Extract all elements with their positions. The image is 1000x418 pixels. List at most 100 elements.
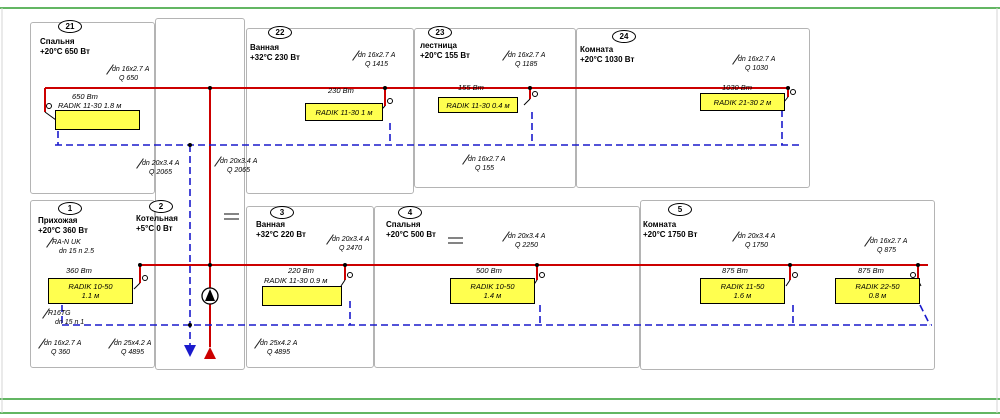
room-name: Прихожая <box>38 216 78 225</box>
room-load: +32°C 230 Вт <box>250 53 300 62</box>
valve-label-ra-n-uk: RA-N UK dn 15 n 2.5 <box>52 239 95 255</box>
room-badge-23: 23 <box>428 26 452 39</box>
sleeve-symbols <box>224 213 463 244</box>
pipe-annotation-q1750: dn 20x3.4 А Q 1750 <box>738 233 776 249</box>
radiator-model-u24: RADIK 21-30 2 м <box>713 97 772 107</box>
pipe-annotation-q2250: dn 20x3.4 А Q 2250 <box>508 233 546 249</box>
pipe-annotation-q4895b: dn 25x4.2 А Q 4895 <box>260 340 298 356</box>
radiator-power-l4: 500 Вт <box>476 266 502 275</box>
pipe-annotation-q1185: dn 16x2.7 А Q 1185 <box>508 52 546 68</box>
pipe-annotation-q2065b: dn 20x3.4 А Q 2065 <box>220 158 258 174</box>
junction-dots <box>138 86 920 327</box>
radiator-l3 <box>262 286 342 306</box>
radiator-size-l5b: 0.8 м <box>868 291 887 300</box>
room-box-22 <box>246 28 414 194</box>
pipe-annotation-q1030: dn 16x2.7 А Q 1030 <box>738 56 776 72</box>
room-box-21 <box>30 22 155 194</box>
pipe-annotation-q1415: dn 16x2.7 А Q 1415 <box>358 52 396 68</box>
room-badge-21: 21 <box>58 20 82 33</box>
room-badge-3: 3 <box>270 206 294 219</box>
room-badge-1: 1 <box>58 202 82 215</box>
radiator-model-l1: RADIK 10-50 <box>68 282 113 291</box>
room-load: +20°C 650 Вт <box>40 47 90 56</box>
room-badge-24: 24 <box>612 30 636 43</box>
radiator-valve-icons <box>44 89 922 290</box>
radiator-l4: RADIK 10-50 1.4 м <box>450 278 535 304</box>
room-box-3 <box>246 206 374 368</box>
radiator-power-u23: 155 Вт <box>458 83 484 92</box>
room-label-22: Ванная +32°C 230 Вт <box>250 43 300 63</box>
room-box-1 <box>30 200 155 368</box>
room-box-23 <box>414 28 576 188</box>
pipe-annotation-q2470: dn 20x3.4 А Q 2470 <box>332 236 370 252</box>
room-box-4 <box>374 206 640 368</box>
radiator-model-l5a: RADIK 11-50 <box>720 282 765 291</box>
radiator-size-l4: 1.4 м <box>483 291 502 300</box>
room-badge-2: 2 <box>149 200 173 213</box>
room-box-boiler-shaft <box>155 18 245 370</box>
pipe-annotation-q4895a: dn 25x4.2 А Q 4895 <box>114 340 152 356</box>
room-load: +20°C 500 Вт <box>386 230 436 239</box>
radiator-model-l5b: RADIK 22-50 <box>855 282 900 291</box>
room-name: Комната <box>580 45 614 54</box>
room-label-5: Комната +20°C 1750 Вт <box>643 220 697 240</box>
radiator-l5a: RADIK 11-50 1.6 м <box>700 278 785 304</box>
valve-label-r16tg: R16TG dn 15 n 1 <box>48 310 85 326</box>
radiator-model-u21: RADIK 11-30 1.8 м <box>58 101 122 110</box>
radiator-power-u21: 650 Вт <box>72 92 98 101</box>
pipe-annotation-q875: dn 16x2.7 А Q 875 <box>870 238 908 254</box>
radiator-u23: RADIK 11-30 0.4 м <box>438 97 518 113</box>
room-name: Спальня <box>40 37 75 46</box>
pump-impeller <box>205 289 215 301</box>
room-box-24 <box>576 28 810 188</box>
radiator-power-l1: 360 Вт <box>66 266 92 275</box>
room-label-4: Спальня +20°C 500 Вт <box>386 220 436 240</box>
radiator-size-l1: 1.1 м <box>81 291 100 300</box>
room-name: Ванная <box>256 220 286 229</box>
room-load: +32°C 220 Вт <box>256 230 306 239</box>
radiator-model-u23: RADIK 11-30 0.4 м <box>446 100 510 110</box>
radiator-u24: RADIK 21-30 2 м <box>700 93 785 111</box>
room-load: +20°C 1750 Вт <box>643 230 698 239</box>
room-load: +20°C 155 Вт <box>420 51 470 60</box>
room-name: Котельная <box>136 214 178 223</box>
pipe-annotation-q155: dn 16x2.7 А Q 155 <box>468 156 506 172</box>
frame-lines <box>0 7 1000 414</box>
radiator-power-l5b: 875 Вт <box>858 266 884 275</box>
room-badge-5: 5 <box>668 203 692 216</box>
radiator-power-u24: 1030 Вт <box>722 83 753 92</box>
room-load: +5°C 0 Вт <box>136 224 173 233</box>
room-badge-22: 22 <box>268 26 292 39</box>
room-label-1: Прихожая +20°C 360 Вт <box>38 216 88 236</box>
room-load: +20°C 1030 Вт <box>580 55 635 64</box>
pipe-annotation-q360: dn 16x2.7 А Q 360 <box>44 340 82 356</box>
radiator-l5b: RADIK 22-50 0.8 м <box>835 278 920 304</box>
return-riser-arrow <box>184 345 196 357</box>
radiator-u22: RADIK 11-30 1 м <box>305 103 383 121</box>
return-pipes <box>55 110 932 345</box>
room-label-3: Ванная +32°C 220 Вт <box>256 220 306 240</box>
room-label-21: Спальня +20°C 650 Вт <box>40 37 90 57</box>
room-name: Комната <box>643 220 677 229</box>
radiator-model-l3: RADIK 11-30 0.9 м <box>264 276 328 285</box>
radiator-u21 <box>55 110 140 130</box>
pipe-annotation-q2065a: dn 20x3.4 А Q 2065 <box>142 160 180 176</box>
radiator-l1: RADIK 10-50 1.1 м <box>48 278 133 304</box>
pipe-annotation-q650: dn 16x2.7 А Q 650 <box>112 66 150 82</box>
radiator-model-u22: RADIK 11-30 1 м <box>315 107 373 117</box>
radiator-power-l5a: 875 Вт <box>722 266 748 275</box>
radiator-size-l5a: 1.6 м <box>733 291 752 300</box>
radiator-model-l4: RADIK 10-50 <box>470 282 515 291</box>
room-label-24: Комната +20°C 1030 Вт <box>580 45 634 65</box>
room-label-2: Котельная +5°C 0 Вт <box>136 214 178 234</box>
supply-riser-arrow <box>204 347 216 359</box>
room-load: +20°C 360 Вт <box>38 226 88 235</box>
room-badge-4: 4 <box>398 206 422 219</box>
room-name: Спальня <box>386 220 421 229</box>
radiator-power-l3: 220 Вт <box>288 266 314 275</box>
room-name: лестница <box>420 41 457 50</box>
room-label-23: лестница +20°C 155 Вт <box>420 41 470 61</box>
room-box-5 <box>640 200 935 370</box>
